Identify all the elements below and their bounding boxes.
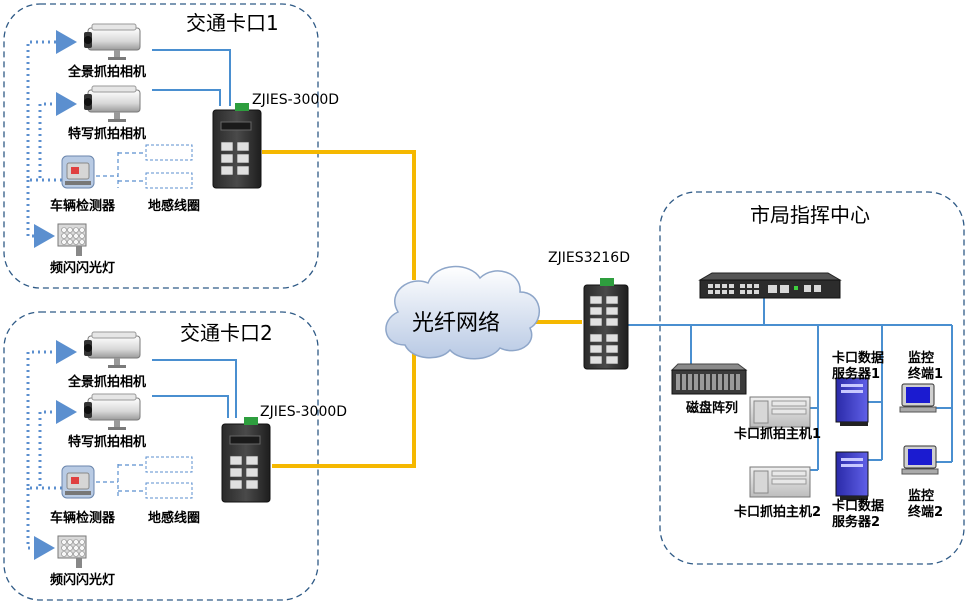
core-switch-icon	[583, 278, 629, 370]
disk-array-icon	[670, 363, 748, 395]
capture-host-icon	[749, 466, 811, 498]
panorama-camera-label: 全景抓拍相机	[67, 374, 146, 390]
ground-loop-1b	[145, 172, 193, 189]
data-server1-label-line2: 服务器1	[832, 366, 880, 382]
checkpoint1-boundary	[3, 3, 319, 289]
vehicle-detector-icon	[61, 155, 95, 189]
monitor-terminal-icon	[899, 383, 937, 413]
data-server2-label-line1: 卡口数据	[832, 498, 884, 514]
data-server-icon	[835, 451, 869, 501]
strobe-light-label: 频闪闪光灯	[50, 572, 115, 588]
vehicle-detector-icon	[61, 465, 95, 499]
ground-loop-1a	[145, 144, 193, 161]
edge-switch-icon	[221, 416, 271, 503]
ground-loop-label: 地感线圈	[148, 198, 200, 214]
checkpoint2-title: 交通卡口2	[180, 321, 273, 345]
checkpoint2-switch-model: ZJIES-3000D	[260, 404, 347, 420]
capture-host1-label: 卡口抓拍主机1	[734, 426, 821, 442]
checkpoint1-switch-model: ZJIES-3000D	[252, 92, 339, 108]
fiber-network-cloud-icon	[385, 265, 540, 360]
closeup-camera-label: 特写抓拍相机	[68, 126, 146, 142]
center-boundary	[659, 191, 965, 565]
strobe-light-label: 频闪闪光灯	[50, 260, 115, 276]
ground-loop-2a	[145, 456, 193, 473]
camera-icon	[83, 23, 141, 61]
ground-loop-label: 地感线圈	[148, 510, 200, 526]
data-server-icon	[835, 377, 869, 427]
core-switch-model: ZJIES3216D	[548, 250, 630, 266]
disk-array-label: 磁盘阵列	[686, 400, 738, 416]
capture-host2-label: 卡口抓拍主机2	[734, 504, 821, 520]
checkpoint1-title: 交通卡口1	[186, 11, 279, 35]
monitor1-label-line1: 监控	[908, 350, 934, 366]
monitor2-label-line1: 监控	[908, 488, 934, 504]
fiber-link-checkpoint1	[262, 150, 416, 280]
rack-switch-icon	[698, 272, 842, 299]
vehicle-detector-label: 车辆检测器	[50, 510, 116, 526]
checkpoint2-boundary	[3, 311, 319, 601]
vehicle-detector-label: 车辆检测器	[50, 198, 116, 214]
strobe-light-icon	[57, 535, 87, 569]
panorama-camera-label: 全景抓拍相机	[67, 64, 146, 80]
monitor2-label-line2: 终端2	[908, 504, 943, 520]
data-server2-label-line2: 服务器2	[832, 514, 880, 530]
edge-switch-icon	[212, 102, 262, 189]
control-lines-2	[26, 340, 77, 560]
camera-icon	[83, 331, 141, 369]
closeup-camera-label: 特写抓拍相机	[68, 434, 146, 450]
camera-icon	[83, 393, 141, 431]
ground-loop-2b	[145, 482, 193, 499]
control-lines-1	[26, 30, 77, 248]
center-title: 市局指挥中心	[750, 203, 870, 227]
camera-icon	[83, 85, 141, 123]
fiber-links	[262, 150, 582, 468]
fiber-link-checkpoint2	[272, 330, 416, 468]
monitor-terminal-icon	[901, 445, 939, 475]
monitor1-label-line2: 终端1	[908, 366, 943, 382]
strobe-light-icon	[57, 223, 87, 257]
data-server1-label-line1: 卡口数据	[832, 350, 884, 366]
capture-host-icon	[749, 396, 811, 428]
cloud-label: 光纤网络	[412, 311, 500, 336]
